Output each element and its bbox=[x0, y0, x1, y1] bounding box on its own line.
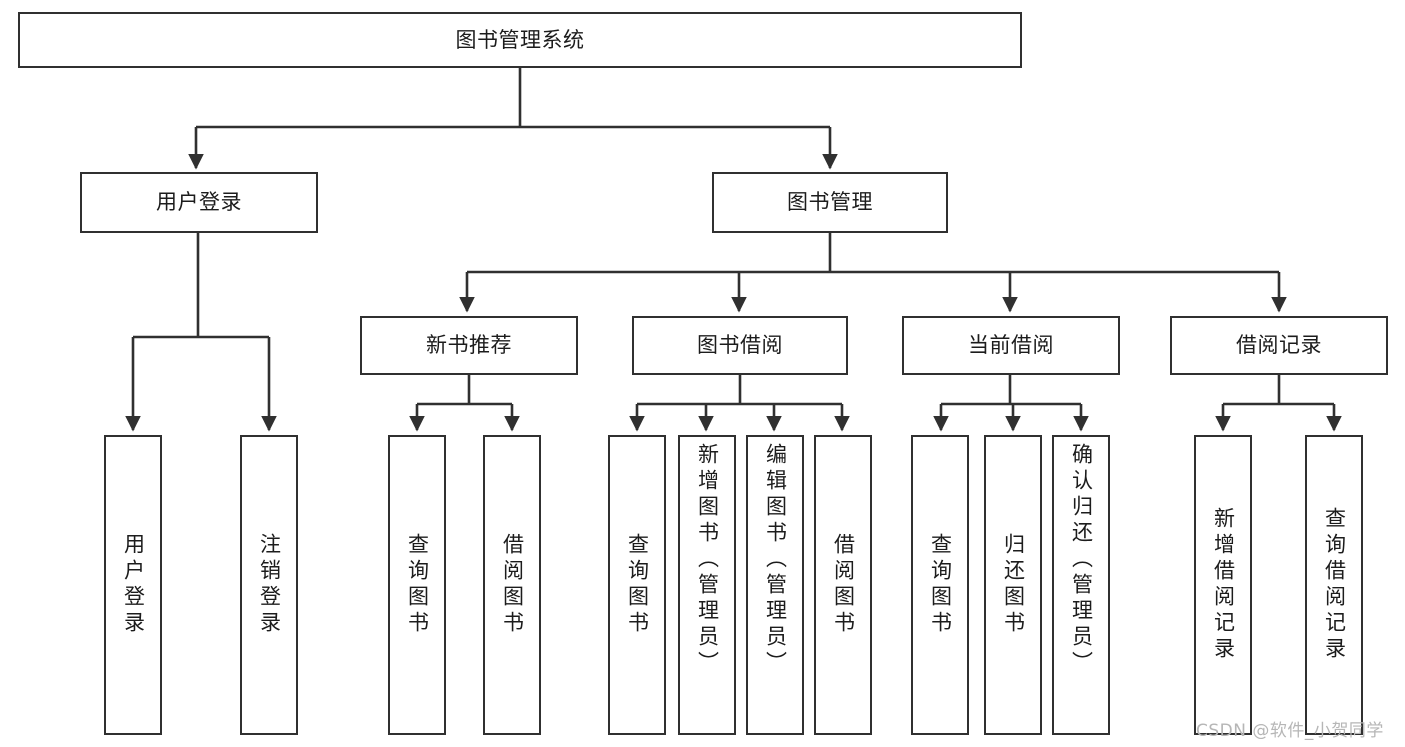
node-leaf-user-login[interactable]: 用户登录 bbox=[104, 435, 162, 735]
node-leaf-query-book-3-label: 查询图书 bbox=[928, 533, 953, 637]
node-new-book-recommend-label: 新书推荐 bbox=[426, 333, 512, 358]
node-leaf-borrow-book-2-label: 借阅图书 bbox=[831, 533, 856, 637]
node-leaf-confirm-return-label: 确认归还（管理员） bbox=[1069, 443, 1094, 677]
node-leaf-logout-login-label: 注销登录 bbox=[257, 533, 282, 637]
node-leaf-query-book-2-label: 查询图书 bbox=[625, 533, 650, 637]
node-leaf-query-book-1-label: 查询图书 bbox=[405, 533, 430, 637]
node-leaf-logout-login[interactable]: 注销登录 bbox=[240, 435, 298, 735]
node-user-login-label: 用户登录 bbox=[156, 190, 242, 215]
node-leaf-query-record-label: 查询借阅记录 bbox=[1322, 507, 1347, 663]
node-leaf-query-book-2[interactable]: 查询图书 bbox=[608, 435, 666, 735]
node-leaf-return-book[interactable]: 归还图书 bbox=[984, 435, 1042, 735]
node-leaf-edit-book[interactable]: 编辑图书（管理员） bbox=[746, 435, 804, 735]
node-leaf-add-record[interactable]: 新增借阅记录 bbox=[1194, 435, 1252, 735]
node-new-book-recommend[interactable]: 新书推荐 bbox=[360, 316, 578, 375]
node-book-borrow-label: 图书借阅 bbox=[697, 333, 783, 358]
node-leaf-user-login-label: 用户登录 bbox=[121, 533, 146, 637]
watermark-text: CSDN @软件_小贺同学 bbox=[1196, 721, 1384, 741]
node-current-borrow-label: 当前借阅 bbox=[968, 333, 1054, 358]
node-leaf-query-book-3[interactable]: 查询图书 bbox=[911, 435, 969, 735]
node-root[interactable]: 图书管理系统 bbox=[18, 12, 1022, 68]
node-book-management[interactable]: 图书管理 bbox=[712, 172, 948, 233]
node-book-management-label: 图书管理 bbox=[787, 190, 873, 215]
node-leaf-query-book-1[interactable]: 查询图书 bbox=[388, 435, 446, 735]
node-leaf-borrow-book-1-label: 借阅图书 bbox=[500, 533, 525, 637]
node-root-label: 图书管理系统 bbox=[455, 27, 585, 52]
node-borrow-record-label: 借阅记录 bbox=[1236, 333, 1322, 358]
node-leaf-borrow-book-2[interactable]: 借阅图书 bbox=[814, 435, 872, 735]
node-leaf-confirm-return[interactable]: 确认归还（管理员） bbox=[1052, 435, 1110, 735]
node-leaf-edit-book-label: 编辑图书（管理员） bbox=[763, 443, 788, 677]
node-leaf-return-book-label: 归还图书 bbox=[1001, 533, 1026, 637]
node-leaf-add-book-label: 新增图书（管理员） bbox=[695, 443, 720, 677]
node-current-borrow[interactable]: 当前借阅 bbox=[902, 316, 1120, 375]
node-book-borrow[interactable]: 图书借阅 bbox=[632, 316, 848, 375]
node-leaf-query-record[interactable]: 查询借阅记录 bbox=[1305, 435, 1363, 735]
node-borrow-record[interactable]: 借阅记录 bbox=[1170, 316, 1388, 375]
node-user-login[interactable]: 用户登录 bbox=[80, 172, 318, 233]
node-leaf-add-record-label: 新增借阅记录 bbox=[1211, 507, 1236, 663]
node-leaf-borrow-book-1[interactable]: 借阅图书 bbox=[483, 435, 541, 735]
node-leaf-add-book[interactable]: 新增图书（管理员） bbox=[678, 435, 736, 735]
